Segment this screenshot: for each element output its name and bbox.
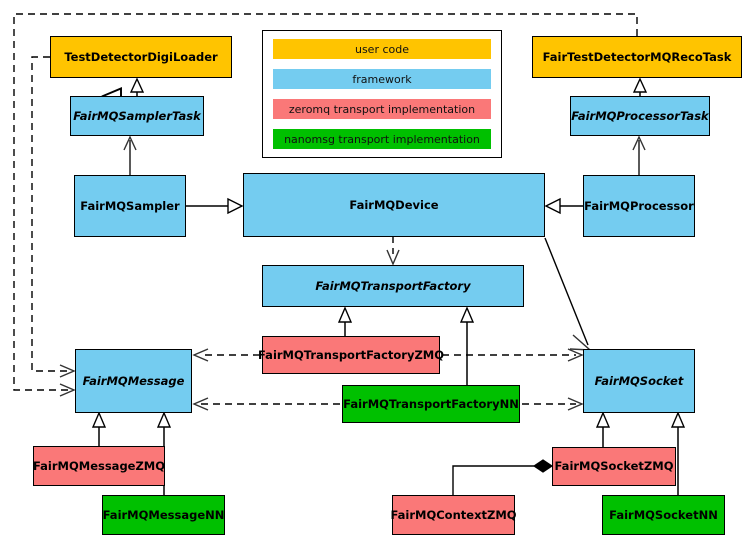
class-label: FairMQTransportFactory <box>315 278 471 293</box>
class-node-fairmqprocessor[interactable]: FairMQProcessor <box>583 175 695 237</box>
class-label: FairTestDetectorMQRecoTask <box>542 49 732 64</box>
class-label: FairMQSamplerTask <box>73 108 201 123</box>
legend-item-framework: framework <box>273 69 491 89</box>
class-node-fairmqsampler[interactable]: FairMQSampler <box>74 175 186 237</box>
class-label: FairMQSampler <box>80 198 180 213</box>
class-node-fairmqtransportfactorynn[interactable]: FairMQTransportFactoryNN <box>342 385 520 423</box>
class-node-fairmqmessagenn[interactable]: FairMQMessageNN <box>102 495 225 535</box>
class-label: FairMQTransportFactoryZMQ <box>258 347 445 362</box>
class-label: FairMQMessageZMQ <box>32 458 166 473</box>
class-node-fairmqsocketzmq[interactable]: FairMQSocketZMQ <box>552 447 676 486</box>
legend-item-nanomsg: nanomsg transport implementation <box>273 129 491 149</box>
class-label: TestDetectorDigiLoader <box>64 49 218 64</box>
class-label: FairMQProcessorTask <box>571 108 709 123</box>
class-label: FairMQMessage <box>82 373 185 388</box>
class-label: FairMQMessageNN <box>102 507 225 522</box>
class-node-fairmqcontextzmq[interactable]: FairMQContextZMQ <box>390 495 517 535</box>
class-node-fairmqtransportfactory[interactable]: FairMQTransportFactory <box>262 265 524 307</box>
class-node-fairmqsocketnn[interactable]: FairMQSocketNN <box>602 495 725 535</box>
class-node-fairmqprocessortask[interactable]: FairMQProcessorTask <box>570 96 710 136</box>
class-label: FairMQDevice <box>349 197 439 212</box>
class-node-fairmqsocket[interactable]: FairMQSocket <box>583 349 695 413</box>
class-node-fairmqtransportfactoryzmq[interactable]: FairMQTransportFactoryZMQ <box>258 336 444 374</box>
class-node-fairmqmessagezmq[interactable]: FairMQMessageZMQ <box>33 446 165 486</box>
legend-item-user-code: user code <box>273 39 491 59</box>
legend-label: framework <box>352 72 412 86</box>
class-label: FairMQContextZMQ <box>390 507 517 522</box>
class-label: FairMQProcessor <box>584 198 694 213</box>
class-node-testdetectordigiloader[interactable]: TestDetectorDigiLoader <box>50 36 232 78</box>
class-label: FairMQSocketNN <box>609 507 718 522</box>
class-node-fairmqsamplertask[interactable]: FairMQSamplerTask <box>70 96 204 136</box>
class-node-fairtestdetectormqrecotask[interactable]: FairTestDetectorMQRecoTask <box>532 36 742 78</box>
legend-label: zeromq transport implementation <box>288 102 476 116</box>
class-node-fairmqmessage[interactable]: FairMQMessage <box>75 349 192 413</box>
legend: user code framework zeromq transport imp… <box>262 30 502 158</box>
class-label: FairMQSocket <box>594 373 684 388</box>
legend-label: nanomsg transport implementation <box>284 132 480 146</box>
class-node-fairmqdevice[interactable]: FairMQDevice <box>243 173 545 237</box>
class-label: FairMQSocketZMQ <box>554 459 674 474</box>
legend-label: user code <box>354 42 410 56</box>
class-label: FairMQTransportFactoryNN <box>343 396 519 411</box>
legend-item-zeromq: zeromq transport implementation <box>273 99 491 119</box>
